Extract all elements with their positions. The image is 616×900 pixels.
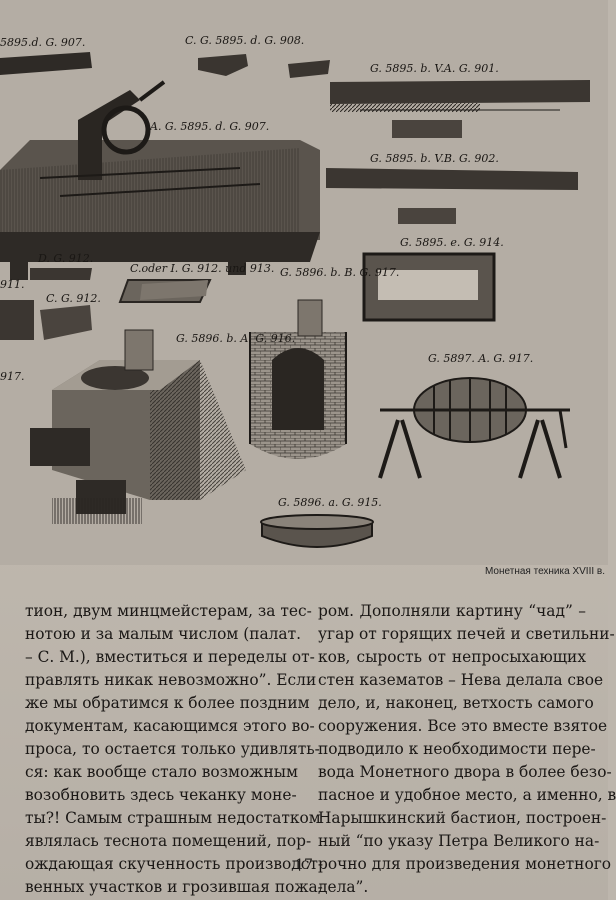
label-5: G. 5895. b. V.B. G. 902. [370, 152, 499, 165]
text-column-left: тион, двум минцмейстерам, за тес- нотою … [25, 600, 324, 899]
text-line: ождающая скученность производст- [25, 855, 324, 873]
text-line: венных участков и грозившая пожа- [25, 878, 323, 896]
text-line: тион, двум минцмейстерам, за тес- [25, 602, 312, 620]
text-line: ром. Дополняли картину “чад” – [318, 602, 586, 620]
label-3: G. 5895. b. V.A. G. 901. [370, 62, 499, 75]
text-line: сооружения. Все это вместе взятое [318, 717, 608, 735]
label-14: 917. [0, 370, 25, 383]
text-line: ты?! Самым страшным недостатком [25, 809, 321, 827]
engraving-plate: 5895.d. G. 907. C. G. 5895. d. G. 908. G… [0, 34, 590, 548]
text-line: – С. М.), вместиться и переделы от- [25, 648, 315, 666]
label-6: G. 5895. e. G. 914. [400, 236, 504, 249]
label-9: G. 5896. b. B. G. 917. [280, 266, 399, 279]
label-2: C. G. 5895. d. G. 908. [185, 34, 304, 47]
text-line: угар от горящих печей и светильни- [318, 625, 615, 643]
label-10: 911. [0, 278, 25, 291]
text-line: же мы обратимся к более поздним [25, 694, 310, 712]
label-7: D. G. 912. [37, 252, 93, 265]
text-line: являлась теснота помещений, пор- [25, 832, 312, 850]
text-line: стен казематов – Нева делала свое [318, 671, 604, 689]
text-line: возобновить здесь чеканку моне- [25, 786, 297, 804]
label-1: 5895.d. G. 907. [0, 36, 85, 49]
text-line: дела”. [318, 878, 369, 896]
label-15: G. 5896. a. G. 915. [278, 496, 382, 509]
page-number: 17 [295, 857, 313, 873]
label-12: G. 5896. b. A. G. 916. [176, 332, 295, 345]
label-11: C. G. 912. [46, 292, 101, 305]
text-line: правлять никак невозможно”. Если [25, 671, 317, 689]
text-line: ся: как вообще стало возможным [25, 763, 298, 781]
text-line: вода Монетного двора в более безо- [318, 763, 612, 781]
text-line: пасное и удобное место, а именно, в [318, 786, 616, 804]
engraving-illustration: 5895.d. G. 907. C. G. 5895. d. G. 908. G… [0, 34, 590, 548]
text-line: подводило к необходимости пере- [318, 740, 596, 758]
text-line: документам, касающимся этого во- [25, 717, 315, 735]
label-13: G. 5897. A. G. 917. [428, 352, 533, 365]
label-8: C.oder I. G. 912. und 913. [130, 262, 274, 275]
text-line: Нарышкинский бастион, построен- [318, 809, 607, 827]
text-line: дело, и, наконец, ветхость самого [318, 694, 594, 712]
text-column-right: ром. Дополняли картину “чад” – угар от г… [318, 600, 616, 899]
label-4: A. G. 5895. d. G. 907. [149, 120, 269, 133]
text-line: рочно для произведения монетного [318, 855, 612, 873]
text-line: ков, сырость от непросыхающих [318, 648, 586, 666]
text-line: ный “по указу Петра Великого на- [318, 832, 600, 850]
text-line: проса, то остается только удивлять- [25, 740, 320, 758]
figure-caption: Монетная техника XVIII в. [484, 566, 605, 577]
text-line: нотою и за малым числом (палат. [25, 625, 302, 643]
